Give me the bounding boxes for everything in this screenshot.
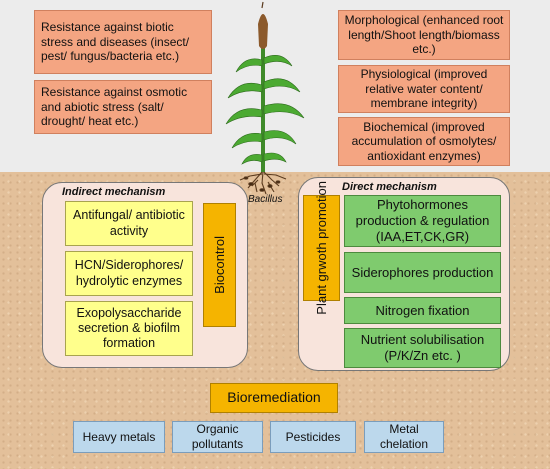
- effect-abiotic-stress: Resistance against osmotic and abiotic s…: [34, 80, 212, 134]
- plant-growth-promotion-label-box: Plant grwoth promotion: [303, 181, 340, 315]
- bacillus-label: Bacillus: [248, 194, 283, 205]
- effect-physiological: Physiological (improved relative water c…: [338, 65, 510, 113]
- biocontrol-label-box: Biocontrol: [203, 203, 236, 327]
- direct-item-siderophores: Siderophores production: [344, 252, 501, 293]
- indirect-item-exopolysaccharide: Exopolysaccharide secretion & biofilm fo…: [65, 301, 193, 356]
- effect-biotic-stress: Resistance against biotic stress and dis…: [34, 10, 212, 74]
- effect-biochemical: Biochemical (improved accumulation of os…: [338, 117, 510, 166]
- direct-item-nutrient-solubilisation: Nutrient solubilisation (P/K/Zn etc. ): [344, 328, 501, 368]
- plant-leaves-icon: [225, 55, 305, 165]
- indirect-mechanism-title: Indirect mechanism: [62, 186, 166, 198]
- direct-item-nitrogen-fixation: Nitrogen fixation: [344, 297, 501, 324]
- bioremediation-item-organic-pollutants: Organic pollutants: [172, 421, 263, 453]
- plant-growth-promotion-label: Plant grwoth promotion: [313, 181, 329, 315]
- biocontrol-label: Biocontrol: [211, 236, 227, 294]
- indirect-item-hcn: HCN/Siderophores/ hydrolytic enzymes: [65, 251, 193, 296]
- bioremediation-title-box: Bioremediation: [210, 383, 338, 413]
- direct-item-phytohormones: Phytohormones production & regulation (I…: [344, 195, 501, 247]
- effect-morphological: Morphological (enhanced root length/Shoo…: [338, 10, 510, 60]
- plant-roots-icon: [239, 171, 287, 195]
- direct-mechanism-title: Direct mechanism: [342, 181, 437, 193]
- bioremediation-item-heavy-metals: Heavy metals: [73, 421, 165, 453]
- indirect-item-antifungal: Antifungal/ antibiotic activity: [65, 201, 193, 246]
- bioremediation-item-pesticides: Pesticides: [270, 421, 356, 453]
- bioremediation-item-metal-chelation: Metal chelation: [364, 421, 444, 453]
